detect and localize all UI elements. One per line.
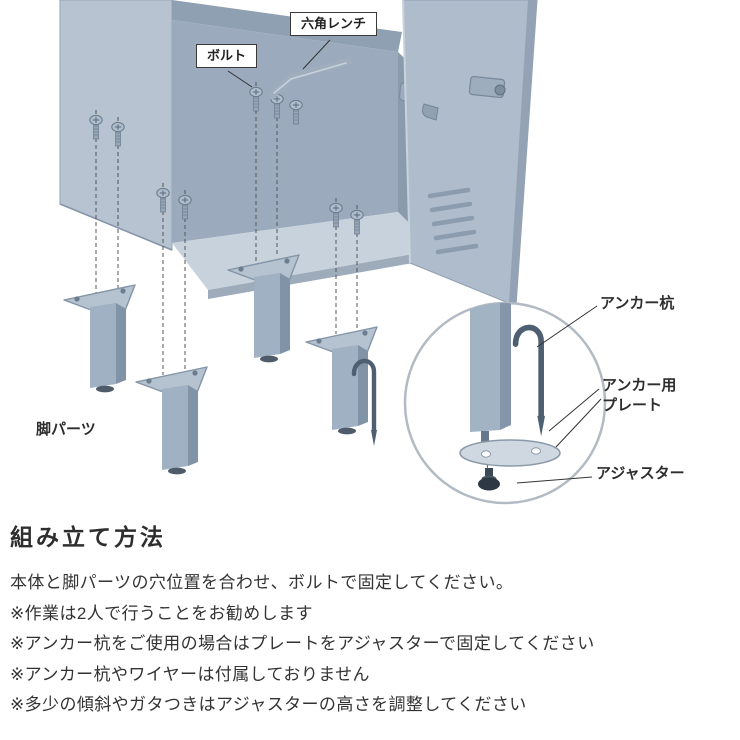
label-anchor-plate-line2: プレート xyxy=(602,397,663,415)
section-heading: 組み立て方法 xyxy=(10,524,166,550)
instructions-section: 組み立て方法 本体と脚パーツの穴位置を合わせ、ボルトで固定してください。 ※作業… xyxy=(10,518,732,721)
leg-part xyxy=(305,326,378,436)
leg-part xyxy=(63,284,136,394)
instruction-note: ※作業は2人で行うことをお勧めします xyxy=(10,603,313,623)
hex-wrench xyxy=(268,57,353,100)
leg-part xyxy=(227,254,300,364)
door-vents xyxy=(427,187,479,255)
leg-part xyxy=(135,366,208,476)
label-adjuster: アジャスター xyxy=(596,465,685,482)
door-latch xyxy=(422,103,439,121)
door-handle xyxy=(468,75,506,99)
label-hex-wrench: 六角レンチ xyxy=(290,12,378,37)
instruction-note: ※多少の傾斜やガタつきはアジャスターの高さを調整してください xyxy=(10,695,527,715)
instruction-note: ※アンカー杭やワイヤーは付属しておりません xyxy=(10,664,370,684)
label-bolt: ボルト xyxy=(196,44,258,69)
label-anchor-plate-line1: アンカー用 xyxy=(602,377,677,394)
detail-leg xyxy=(470,303,511,446)
assembly-illustration-svg xyxy=(59,0,607,505)
detail-view xyxy=(403,301,607,505)
callout-lines xyxy=(227,39,602,484)
label-anchor-plate: アンカー用 プレート xyxy=(602,376,676,417)
detail-adjuster xyxy=(478,468,500,491)
instruction-body: 本体と脚パーツの穴位置を合わせ、ボルトで固定してください。 xyxy=(10,573,514,592)
cabinet-door xyxy=(402,0,538,307)
assembly-illustration: ボルト 六角レンチ 脚パーツ アンカー杭 アンカー用 プレート アジャスター xyxy=(36,0,685,505)
detail-anchor-plate xyxy=(459,439,561,467)
label-leg-parts: 脚パーツ xyxy=(36,421,96,438)
label-anchor-stake: アンカー杭 xyxy=(600,295,675,312)
instruction-note: ※アンカー杭をご使用の場合はプレートをアジャスターで固定してください xyxy=(10,634,595,654)
